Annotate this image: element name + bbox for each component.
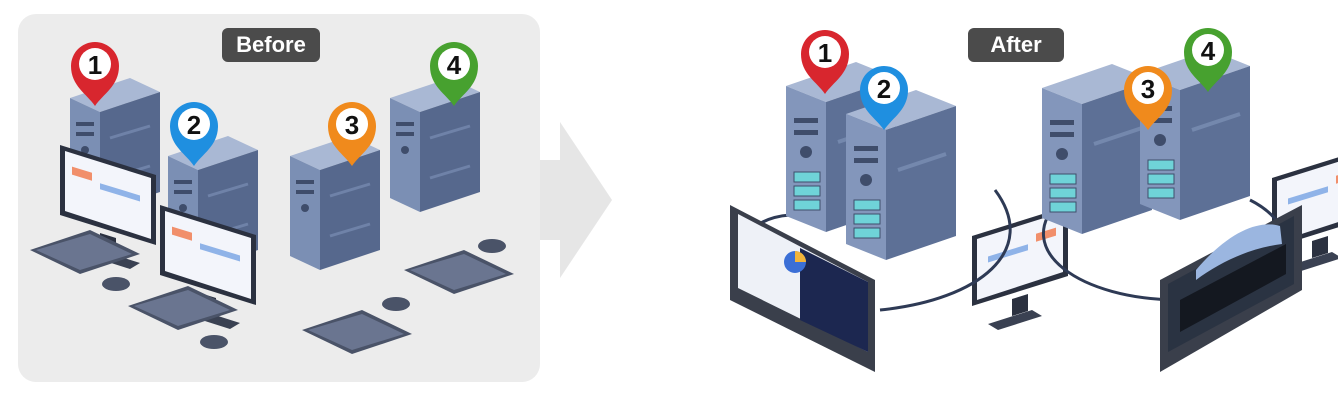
pin-label: 1 <box>88 50 102 80</box>
pin-1-before: 1 <box>71 42 119 106</box>
pin-label: 3 <box>1141 74 1155 104</box>
panel-pc-left <box>730 205 875 372</box>
pin-4-before: 4 <box>430 42 478 106</box>
keyboard-icon <box>30 230 140 274</box>
mouse-icon <box>102 277 130 291</box>
pin-label: 4 <box>447 50 462 80</box>
keyboard-icon <box>302 310 412 354</box>
pin-4-after: 4 <box>1184 28 1232 92</box>
pc-tower-icon <box>288 134 382 272</box>
pc-tower-icon <box>388 76 482 214</box>
server-tower-2 <box>844 88 958 262</box>
mouse-icon <box>478 239 506 253</box>
pin-label: 2 <box>187 110 201 140</box>
before-title: Before <box>222 28 320 62</box>
pin-label: 3 <box>345 110 359 140</box>
keyboard-icon <box>404 250 514 294</box>
before-workstation-1 <box>30 76 162 291</box>
right-arrow-icon <box>540 122 612 278</box>
mouse-icon <box>200 335 228 349</box>
panel-pc-right <box>1160 205 1302 372</box>
monitor-icon <box>972 206 1068 330</box>
pin-label: 1 <box>818 38 832 68</box>
after-title: After <box>968 28 1064 62</box>
pin-1-after: 1 <box>801 30 849 94</box>
pin-label: 4 <box>1201 36 1216 66</box>
pin-label: 2 <box>877 74 891 104</box>
pin-3-after: 3 <box>1124 66 1172 130</box>
pin-2-after: 2 <box>860 66 908 130</box>
pin-2-before: 2 <box>170 102 218 166</box>
pin-3-before: 3 <box>328 102 376 166</box>
mouse-icon <box>382 297 410 311</box>
